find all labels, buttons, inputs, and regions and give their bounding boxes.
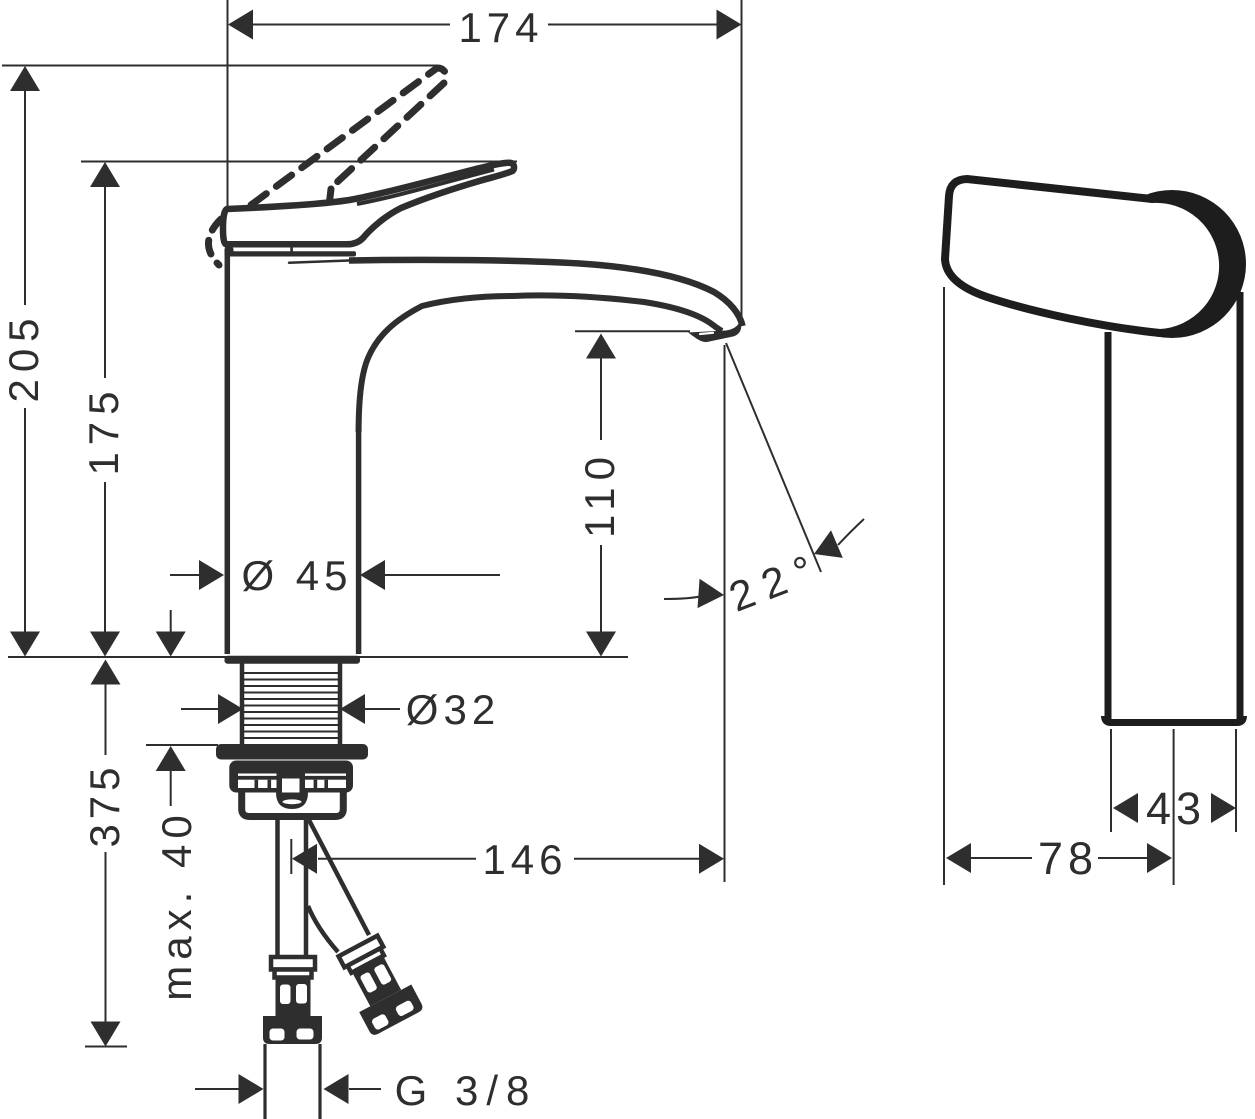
svg-text:205: 205 <box>0 311 47 402</box>
svg-text:110: 110 <box>576 450 623 538</box>
svg-text:174: 174 <box>458 4 543 51</box>
svg-text:175: 175 <box>80 384 127 475</box>
svg-text:375: 375 <box>81 762 128 847</box>
svg-text:43: 43 <box>1146 783 1206 834</box>
svg-text:146: 146 <box>482 836 567 883</box>
svg-text:78: 78 <box>1038 833 1098 884</box>
svg-text:G 3/8: G 3/8 <box>395 1067 538 1114</box>
svg-text:max. 40: max. 40 <box>153 809 200 1000</box>
svg-text:Ø32: Ø32 <box>406 686 500 733</box>
svg-text:22°: 22° <box>723 542 830 620</box>
svg-text:Ø 45: Ø 45 <box>241 552 352 599</box>
